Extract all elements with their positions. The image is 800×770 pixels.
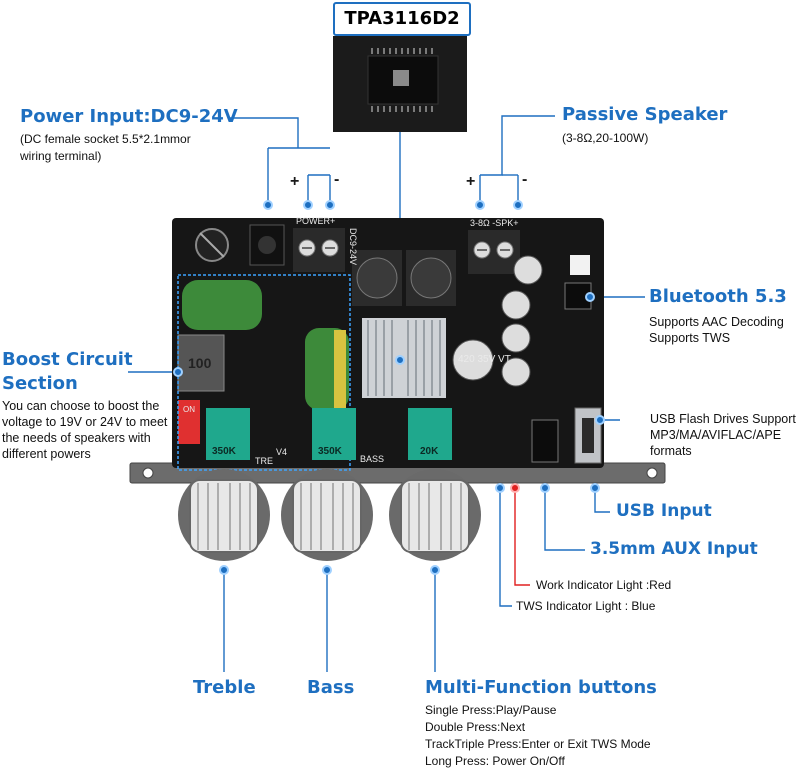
svg-text:V4: V4 [276, 447, 287, 457]
boost-title-line: Boost Circuit [2, 349, 133, 370]
marker-dots [173, 200, 605, 575]
speaker-terminal [468, 230, 520, 274]
multi-function-line: Single Press:Play/Pause [425, 703, 557, 717]
boost-desc-line: voltage to 19V or 24V to meet [2, 415, 168, 429]
multi-function-list: Single Press:Play/Pause Double Press:Nex… [425, 702, 651, 770]
multi-function-line: Double Press:Next [425, 720, 526, 734]
svg-text:350K: 350K [318, 446, 343, 457]
power-input-desc-line: wiring terminal) [20, 149, 102, 163]
boost-desc-line: different powers [2, 447, 91, 461]
capacitors [182, 255, 543, 410]
knob-bass [281, 469, 373, 561]
passive-speaker-desc: (3-8Ω,20-100W) [562, 131, 649, 145]
knob-treble [178, 469, 270, 561]
usb-flash-desc-line: formats [650, 444, 692, 458]
power-minus-sign: - [334, 171, 340, 188]
bluetooth-title: Bluetooth 5.3 [649, 286, 787, 307]
boost-desc-line: the needs of speakers with [2, 431, 151, 445]
svg-text:POWER+: POWER+ [296, 216, 335, 226]
treble-label: Treble [193, 677, 256, 698]
bluetooth-desc: Supports AAC Decoding Supports TWS [649, 314, 784, 346]
passive-speaker-title: Passive Speaker [562, 104, 728, 125]
chip-name-label: TPA3116D2 [333, 2, 471, 36]
voltage-switch [178, 400, 200, 444]
usb-input-title: USB Input [616, 501, 712, 521]
power-terminal [293, 228, 345, 272]
chip-module [333, 36, 467, 132]
usb-flash-desc-line: MP3/MA/AVIFLAC/APE [650, 428, 782, 442]
usb-flash-desc: USB Flash Drives Support MP3/MA/AVIFLAC/… [650, 411, 796, 459]
svg-text:100: 100 [188, 355, 212, 371]
svg-text:DC9-24V: DC9-24V [348, 228, 358, 265]
board-labels: POWER+ 3-8Ω -SPK+ 420 35V VT TRE BASS V4… [183, 216, 519, 466]
multi-function-line: Long Press: Power On/Off [425, 754, 565, 768]
aux-jack [531, 419, 559, 463]
work-indicator-line [514, 490, 530, 586]
speaker-plus-sign: + [466, 173, 476, 190]
inductors [352, 250, 456, 306]
tws-indicator-label: TWS Indicator Light : Blue [516, 599, 656, 613]
aux-input-title: 3.5mm AUX Input [590, 539, 758, 559]
svg-text:420 35V VT: 420 35V VT [458, 354, 511, 365]
svg-text:BASS: BASS [360, 454, 384, 464]
multi-function-line: TrackTriple Press:Enter or Exit TWS Mode [425, 737, 651, 751]
multi-function-title: Multi-Function buttons [425, 677, 657, 698]
svg-text:3-8Ω -SPK+: 3-8Ω -SPK+ [470, 218, 519, 228]
speaker-minus-sign: - [522, 171, 528, 188]
boost-desc: You can choose to boost the voltage to 1… [2, 398, 167, 462]
bass-label: Bass [307, 677, 355, 698]
usb-flash-desc-line: USB Flash Drives Support [650, 412, 796, 426]
svg-text:350K: 350K [212, 446, 237, 457]
bluetooth-desc-line: Supports TWS [649, 331, 731, 345]
power-plus-sign: + [290, 173, 300, 190]
power-input-desc-line: (DC female socket 5.5*2.1mmor [20, 132, 191, 146]
knob-multifunction [389, 469, 481, 561]
boost-title: Boost Circuit Section [2, 348, 133, 396]
svg-text:ON: ON [183, 405, 195, 414]
power-input-title: Power Input:DC9-24V [20, 106, 238, 127]
power-input-desc: (DC female socket 5.5*2.1mmor wiring ter… [20, 131, 191, 165]
work-indicator-label: Work Indicator Light :Red [536, 578, 672, 592]
pots [206, 408, 452, 460]
bluetooth-desc-line: Supports AAC Decoding [649, 315, 784, 329]
leader-lines [128, 115, 645, 672]
svg-text:TRE: TRE [255, 456, 273, 466]
boost-inductor [177, 334, 225, 392]
bt-antenna [570, 255, 590, 275]
boost-title-line: Section [2, 373, 78, 394]
boost-desc-line: You can choose to boost the [2, 399, 160, 413]
svg-text:20K: 20K [420, 446, 439, 457]
